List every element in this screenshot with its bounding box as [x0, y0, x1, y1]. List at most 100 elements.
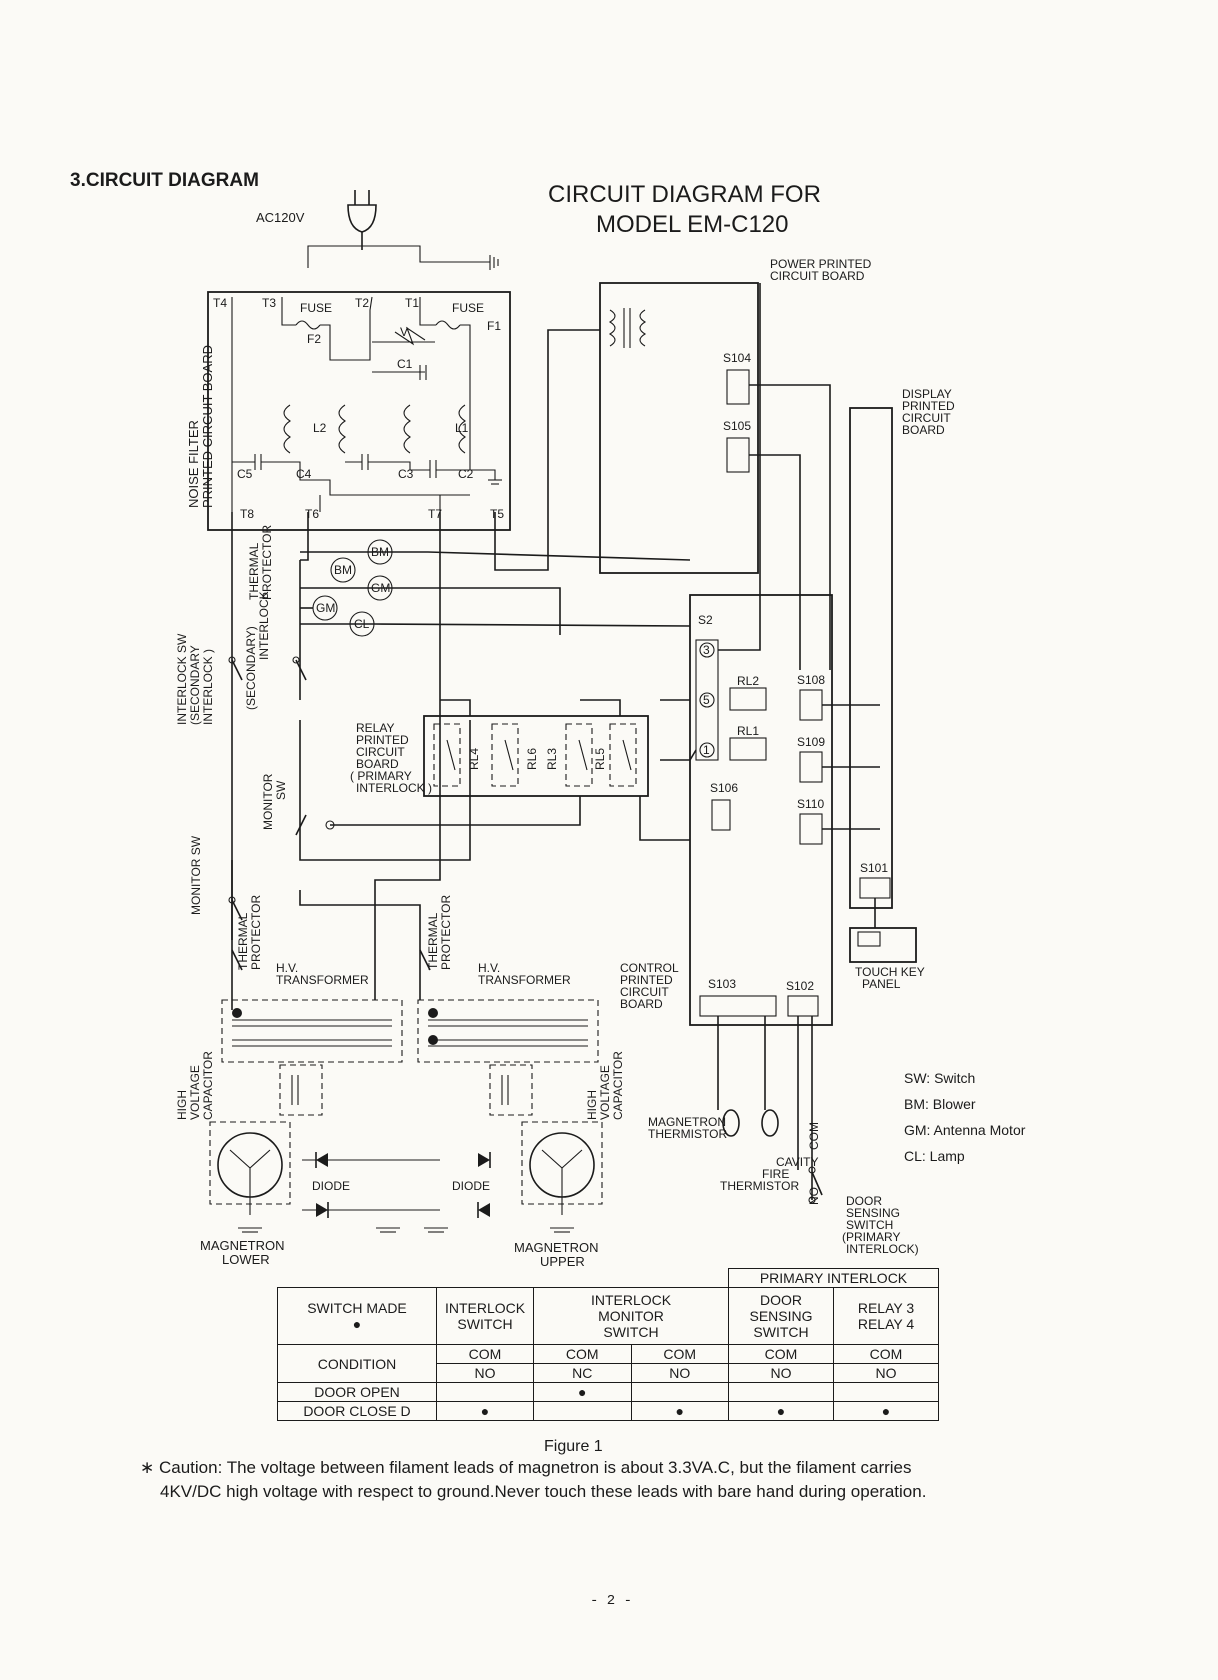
rl3-label: RL3 — [545, 748, 559, 770]
blower-motor-icon — [330, 557, 356, 583]
l1-label: L1 — [455, 421, 469, 435]
power-pcb-label2: CIRCUIT BOARD — [770, 269, 865, 283]
secondary-interlock-label2: INTERLOCK — [257, 591, 271, 660]
s108-connector — [799, 689, 823, 721]
rl6-label: RL6 — [525, 748, 539, 770]
magnetron-thermistor-label1: MAGNETRON — [648, 1115, 726, 1129]
c1-label: C1 — [397, 357, 413, 371]
relay-pcb-label1: RELAY — [356, 721, 394, 735]
s102-label: S102 — [786, 979, 814, 993]
legend-item: BM: Blower — [904, 1096, 976, 1112]
power-pcb — [599, 282, 759, 574]
cavity-fire-thermistor-icon — [761, 1109, 779, 1137]
magnetron-upper-label: MAGNETRON — [514, 1240, 599, 1255]
ac-label: AC120V — [256, 210, 305, 225]
s104-connector — [726, 369, 750, 405]
f1-label: F1 — [487, 319, 501, 333]
s109-connector — [799, 751, 823, 783]
hv-transformer-upper-label2: TRANSFORMER — [478, 973, 571, 987]
cavity-label2: FIRE — [762, 1167, 789, 1181]
thermal-protector-label2: PROTECTOR — [260, 525, 274, 600]
ground-icon — [307, 245, 499, 270]
page-number: - 2 - — [590, 1593, 633, 1609]
primary-interlock-header: PRIMARY INTERLOCK — [728, 1268, 939, 1288]
fuse-label-f2: FUSE — [300, 301, 332, 315]
s103-label: S103 — [708, 977, 736, 991]
legend-item: CL: Lamp — [904, 1148, 965, 1164]
relay-pcb-label2: PRINTED — [356, 733, 409, 747]
rl2-label: RL2 — [737, 674, 759, 688]
monitor-sw-label: MONITOR SW — [189, 835, 203, 915]
magnetron-thermistor-label2: THERMISTOR — [648, 1127, 727, 1141]
s2-label: S2 — [698, 613, 713, 627]
f2-label: F2 — [307, 332, 321, 346]
hv-cap-lower-label3: CAPACITOR — [201, 1051, 215, 1120]
magnetron-lower-sub: LOWER — [222, 1252, 270, 1267]
relay-contacts — [433, 723, 637, 787]
main-wiring — [231, 283, 880, 1200]
terminal-t6: T6 — [305, 507, 319, 521]
display-label3: CIRCUIT — [902, 411, 951, 425]
monitor-sw-label-b: SW — [274, 780, 288, 800]
svg-text:1: 1 — [703, 743, 710, 757]
magnetron-thermistor-icon — [722, 1109, 740, 1137]
secondary-interlock-label: (SECONDARY) — [244, 626, 258, 710]
display-label1: DISPLAY — [902, 387, 952, 401]
control-label1: CONTROL — [620, 961, 679, 975]
display-pcb — [849, 407, 893, 909]
s110-connector — [799, 813, 823, 845]
control-label4: BOARD — [620, 997, 663, 1011]
switch-table: PRIMARY INTERLOCK SWITCH MADE● INTERLOCK… — [277, 1268, 939, 1421]
touch-key-panel — [849, 927, 917, 963]
c4-label: C4 — [296, 467, 312, 481]
control-pcb — [689, 594, 833, 1026]
varistor-label: V — [400, 325, 408, 339]
ac-plug-icon — [347, 190, 377, 250]
magnetron-lower-label: MAGNETRON — [200, 1238, 285, 1253]
relay-pcb-label5: ( PRIMARY — [350, 769, 412, 783]
diode-icons — [302, 1152, 491, 1218]
switch-made-cell: SWITCH MADE● — [277, 1287, 437, 1345]
hv-cap-lower-label1: HIGH — [175, 1090, 189, 1120]
thermal-protector-upper-label2: PROTECTOR — [439, 895, 453, 970]
interlock-sw-label: INTERLOCK SW — [175, 633, 189, 725]
caution-line2: 4KV/DC high voltage with respect to grou… — [160, 1482, 927, 1501]
rl2-relay — [729, 687, 767, 711]
hv-transformer-upper-label1: H.V. — [478, 961, 500, 975]
door-sensing-switch-icon — [808, 1166, 823, 1204]
magnetron-upper-sub: UPPER — [540, 1254, 585, 1269]
terminal-t2: T2 — [355, 296, 369, 310]
hv-cap-lower-label2: VOLTAGE — [188, 1065, 202, 1120]
terminal-t7: T7 — [428, 507, 442, 521]
diagram-title-line1: CIRCUIT DIAGRAM FOR — [548, 181, 821, 208]
door-open-row: DOOR OPEN — [277, 1382, 437, 1402]
relay-pcb-label4: BOARD — [356, 757, 399, 771]
power-pcb-label1: POWER PRINTED — [770, 257, 872, 271]
display-label4: BOARD — [902, 423, 945, 437]
diode-label-lower: DIODE — [312, 1179, 350, 1193]
condition-cell: CONDITION — [277, 1344, 437, 1383]
relay-pcb — [423, 715, 649, 797]
rl1-relay — [729, 737, 767, 761]
terminal-t1: T1 — [405, 296, 419, 310]
noise-filter-board — [207, 291, 511, 531]
s109-label: S109 — [797, 735, 825, 749]
c3-label: C3 — [398, 467, 414, 481]
svg-text:3: 3 — [703, 643, 710, 657]
terminal-t8: T8 — [240, 507, 254, 521]
touch-key-label1: TOUCH KEY — [855, 965, 925, 979]
rl5-label: RL5 — [593, 748, 607, 770]
s105-label: S105 — [723, 419, 751, 433]
door-label2: SENSING — [846, 1206, 900, 1220]
thermal-protector-label: THERMAL — [247, 542, 261, 600]
terminal-t3: T3 — [262, 296, 276, 310]
svg-text:GM: GM — [316, 601, 335, 615]
door-label1: DOOR — [846, 1194, 882, 1208]
relay-pcb-label3: CIRCUIT — [356, 745, 405, 759]
figure-caption: Figure 1 — [544, 1438, 603, 1455]
rl1-label: RL1 — [737, 724, 759, 738]
s2-connector — [695, 639, 719, 761]
switch-symbols — [228, 656, 431, 971]
